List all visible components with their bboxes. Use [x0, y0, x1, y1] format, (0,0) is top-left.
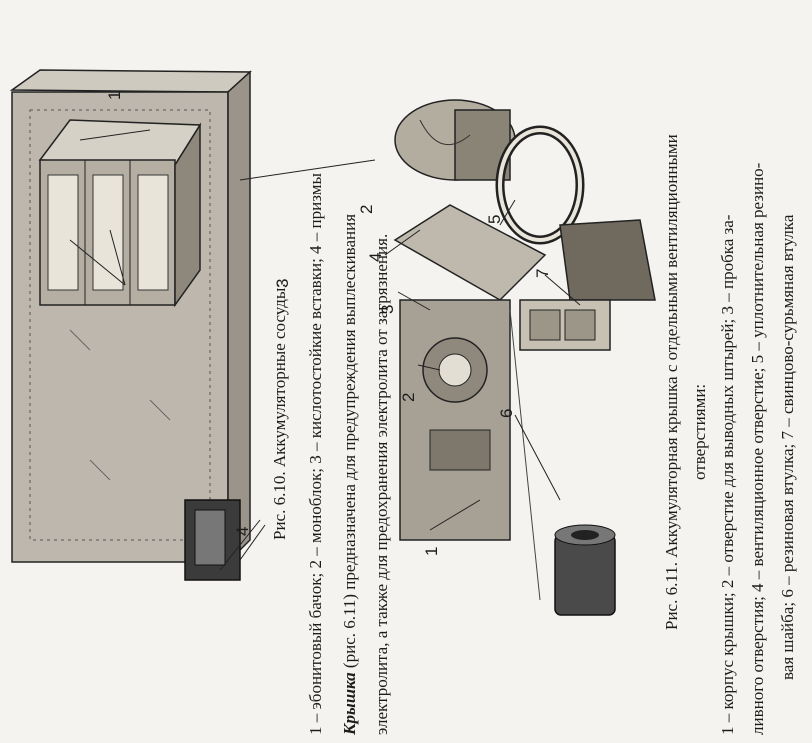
fig-6-11-callout-1: 1: [422, 547, 441, 556]
fig-6-10-callout-2: 2: [357, 205, 376, 214]
figure-6-11-caption-line-1: Рис. 6.11. Аккумуляторная крышка с отдел…: [662, 134, 681, 630]
figure-6-11-legend-line-3: вая шайба; 6 – резиновая втулка; 7 – сви…: [778, 214, 797, 680]
fig-6-10-callout-3: 3: [273, 279, 292, 288]
figure-6-11-legend-line-2: ливного отверстия; 4 – вентиляционное от…: [748, 162, 767, 735]
fig-6-10-callout-1: 1: [105, 91, 124, 100]
fig-6-11-callout-7: 7: [533, 269, 552, 278]
fig-6-10-callout-4: 4: [233, 527, 252, 536]
figure-6-11-caption-line-2: отверстиями:: [690, 383, 709, 480]
fig-6-11-callout-4: 4: [366, 253, 385, 262]
fig-6-11-callout-3: 3: [378, 305, 397, 314]
rubber-sleeve-drawing: [554, 524, 616, 616]
fig-6-11-callout-5: 5: [485, 215, 504, 224]
bushing-drawing: [519, 219, 656, 351]
fig-6-11-callout-2: 2: [399, 393, 418, 402]
monoblock-drawing: [38, 119, 202, 308]
washer-drawing: [495, 125, 585, 245]
fig-6-11-callout-6: 6: [497, 409, 516, 418]
lid-body-drawing: [393, 204, 547, 601]
figure-6-11-legend-line-1: 1 – корпус крышки; 2 – отверстие для выв…: [718, 214, 737, 735]
stopper-drawing: [394, 99, 516, 181]
